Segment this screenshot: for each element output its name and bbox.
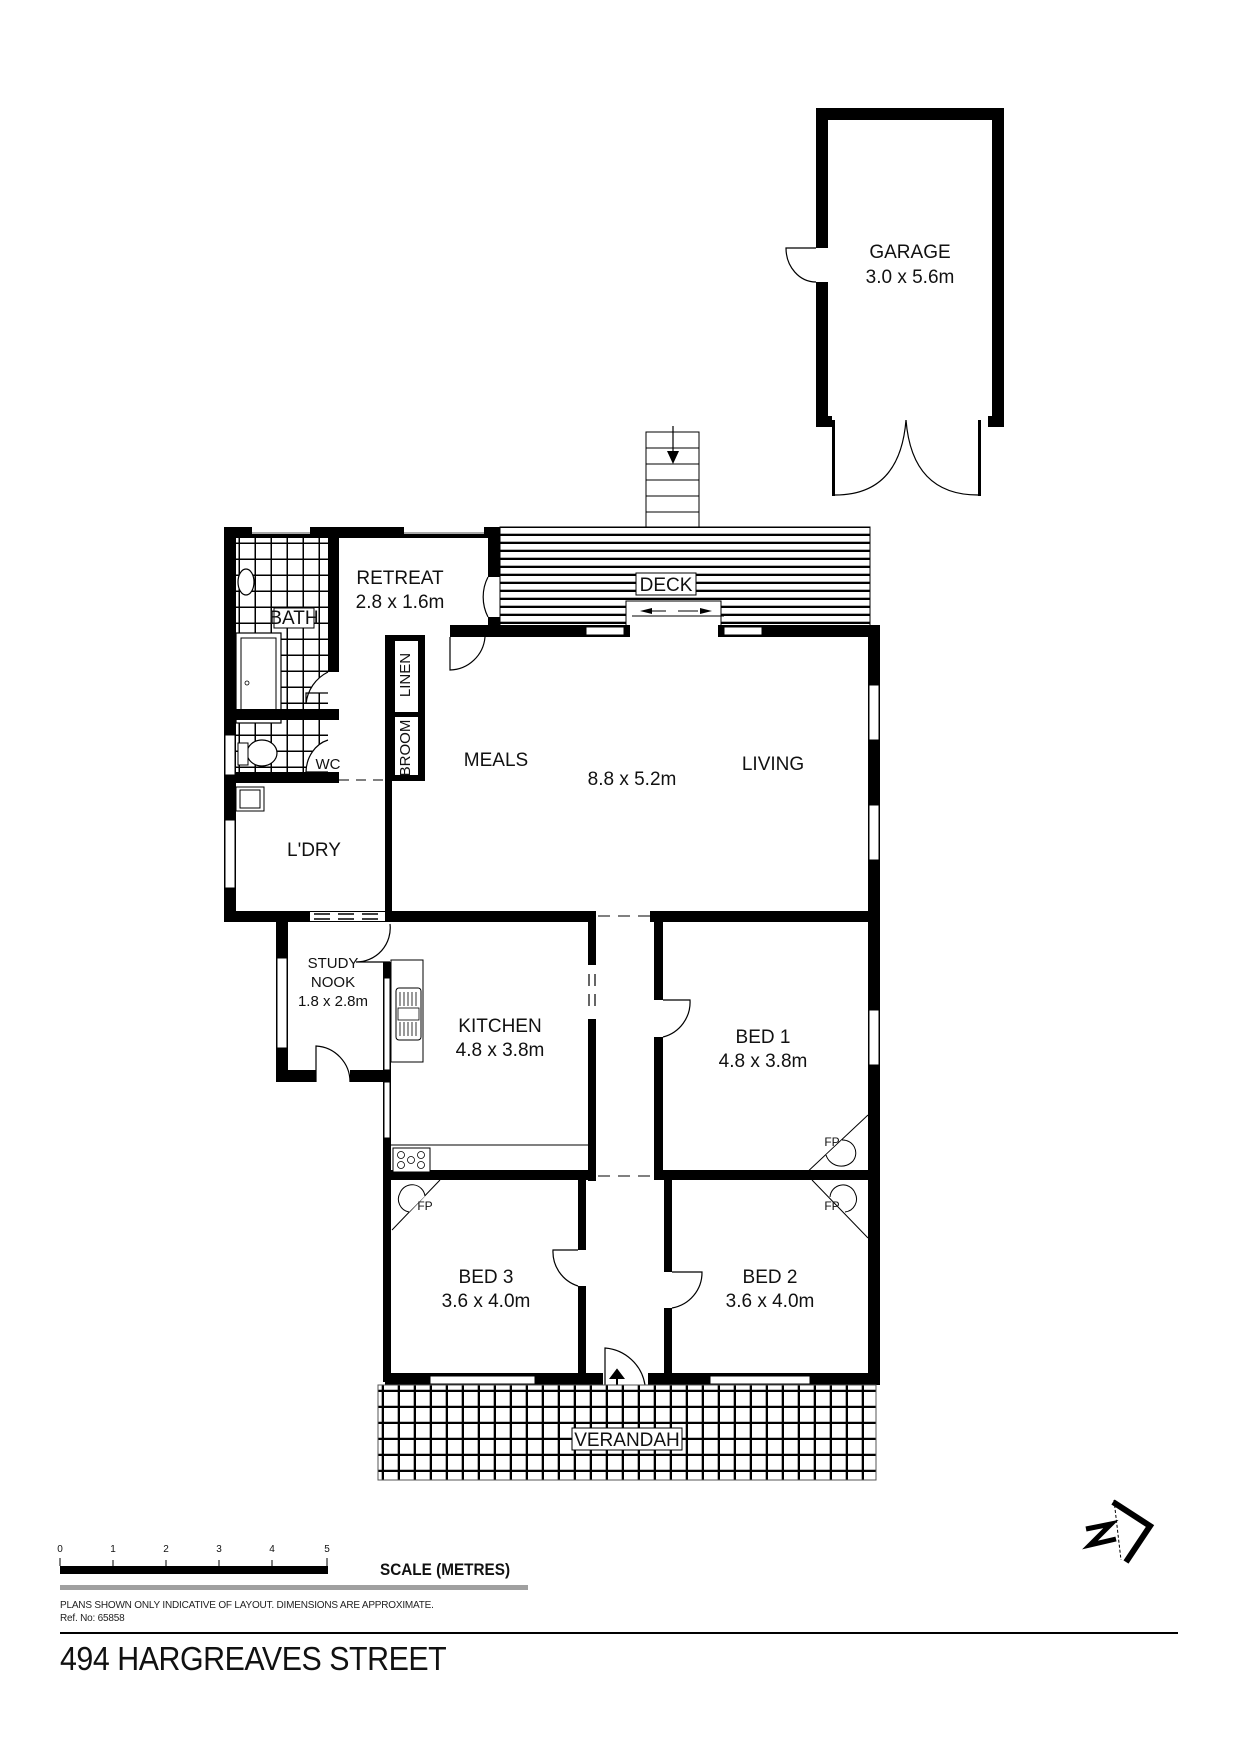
wc-door	[305, 739, 329, 773]
scale-tick-4: 4	[269, 1544, 275, 1555]
scale-tick-1: 1	[110, 1544, 116, 1555]
bed3-label: BED 3	[459, 1267, 514, 1288]
scale-tick-5: 5	[324, 1544, 330, 1555]
retreat-size: 2.8 x 1.6m	[356, 592, 445, 613]
disclaimer: PLANS SHOWN ONLY INDICATIVE OF LAYOUT. D…	[60, 1600, 434, 1611]
study-label-1: STUDY	[308, 955, 359, 972]
meals-label: MEALS	[464, 750, 528, 771]
scale-tick-2: 2	[163, 1544, 169, 1555]
garage: GARAGE 3.0 x 5.6m	[785, 108, 1004, 496]
garage-door-left	[834, 419, 907, 496]
doors	[315, 576, 703, 1386]
verandah: VERANDAH	[377, 1384, 877, 1481]
wc-label: WC	[316, 756, 341, 773]
address-title: 494 HARGREAVES STREET	[60, 1640, 447, 1677]
toilet-icon	[246, 739, 278, 767]
verandah-label: VERANDAH	[574, 1430, 680, 1451]
bed1-label: BED 1	[736, 1027, 791, 1048]
kitchen-size: 4.8 x 3.8m	[456, 1040, 545, 1061]
study-size: 1.8 x 2.8m	[298, 993, 368, 1010]
deck-stairs	[645, 426, 700, 529]
retreat-label: RETREAT	[356, 568, 444, 589]
bed2-fireplace-label: FP	[824, 1199, 839, 1213]
study-label-2: NOOK	[311, 974, 355, 991]
linen-label: LINEN	[397, 653, 414, 697]
scale-title: SCALE (METRES)	[380, 1560, 511, 1579]
fireplaces	[391, 1114, 869, 1239]
north-arrow-icon	[1082, 1499, 1155, 1564]
title-divider	[60, 1632, 1178, 1634]
basin-icon	[237, 568, 255, 596]
bath-label: BATH	[269, 608, 318, 629]
cooktop-icon	[392, 1147, 431, 1173]
slide-left-arrow-icon	[640, 608, 652, 614]
meals-living-size: 8.8 x 5.2m	[588, 769, 677, 790]
living-label: LIVING	[742, 754, 804, 775]
bed3-size: 3.6 x 4.0m	[442, 1291, 531, 1312]
bed2-label: BED 2	[743, 1267, 798, 1288]
bed1-size: 4.8 x 3.8m	[719, 1051, 808, 1072]
bed2-size: 3.6 x 4.0m	[726, 1291, 815, 1312]
garage-size: 3.0 x 5.6m	[866, 267, 955, 288]
bathroom: BATH WC	[235, 537, 341, 773]
scale-tick-3: 3	[216, 1544, 222, 1555]
reference-number: Ref. No: 65858	[60, 1613, 125, 1624]
kitchen-label: KITCHEN	[458, 1016, 541, 1037]
kitchen-fittings	[390, 959, 588, 1173]
broom-label: BROOM	[397, 720, 414, 777]
garage-door-right	[905, 419, 979, 496]
bath-door	[305, 671, 329, 705]
down-arrow-icon	[667, 451, 679, 464]
slide-right-arrow-icon	[700, 608, 712, 614]
scale-bar: 0 1 2 3 4 5	[57, 1544, 528, 1590]
garage-side-door	[785, 247, 817, 283]
bed1-fireplace-label: FP	[824, 1135, 839, 1149]
entry-arrow-icon	[609, 1368, 625, 1385]
deck: DECK	[499, 526, 871, 628]
deck-label: DECK	[640, 575, 693, 596]
scale-tick-0: 0	[57, 1544, 63, 1555]
bed3-fireplace-label: FP	[417, 1199, 432, 1213]
laundry-label: L'DRY	[287, 840, 341, 861]
garage-label: GARAGE	[869, 242, 950, 263]
